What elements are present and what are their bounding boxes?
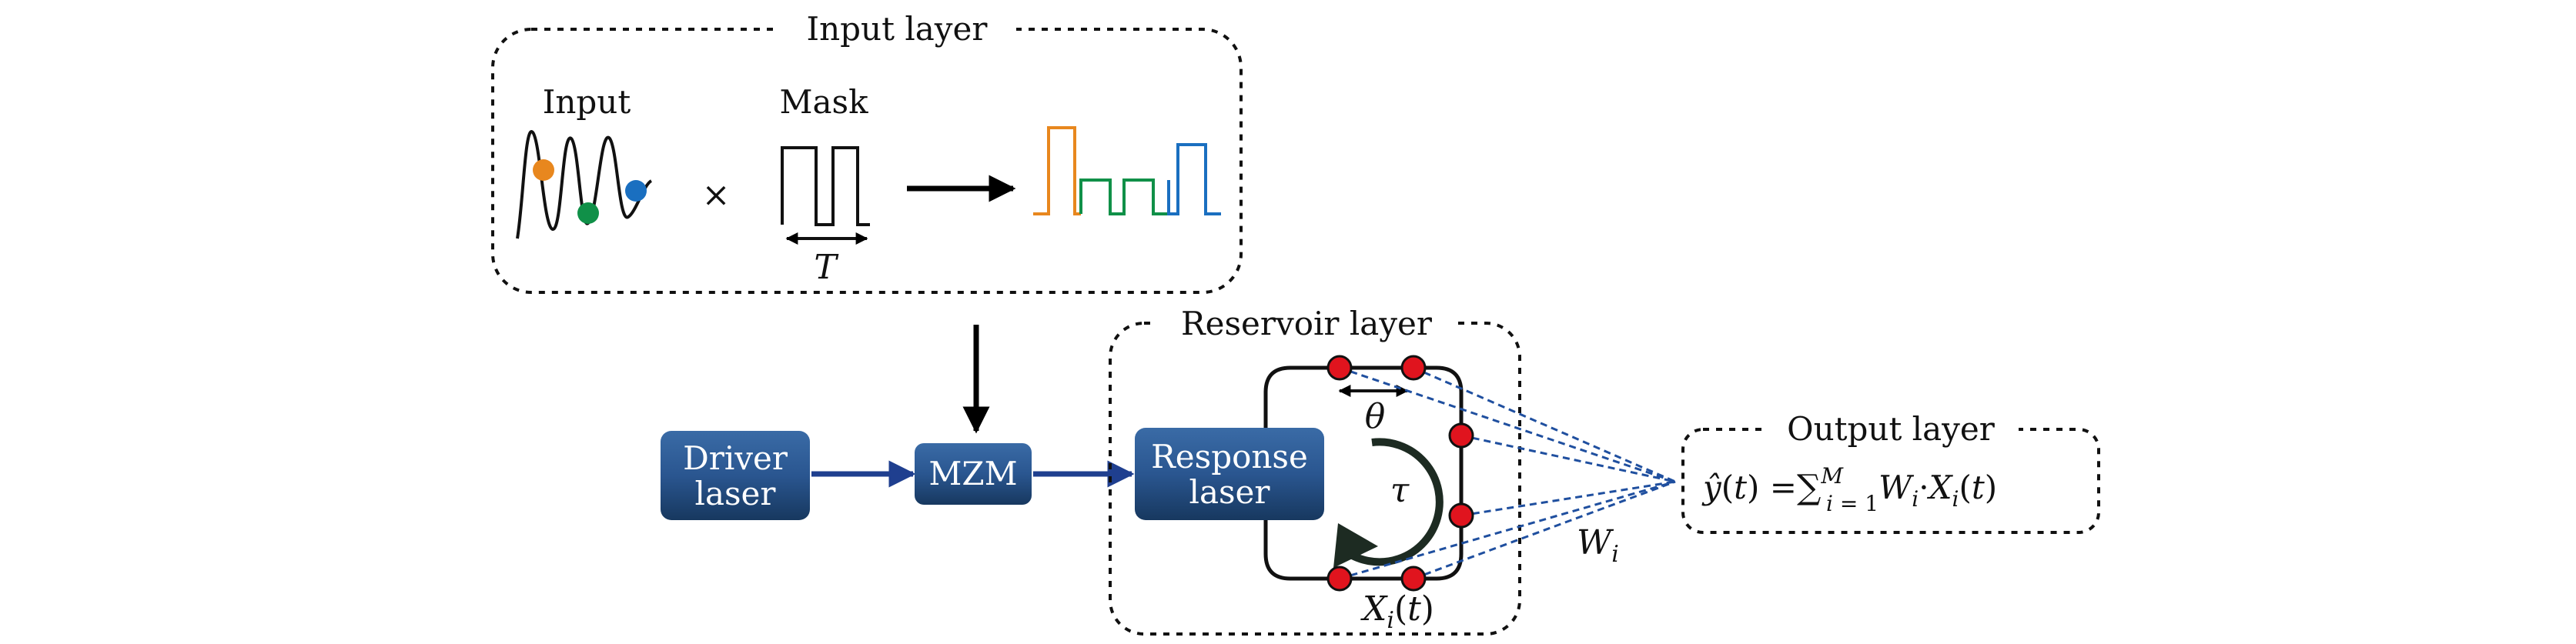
virtual-node [1448, 422, 1474, 449]
response-laser-label-line2: laser [1189, 473, 1271, 511]
output-layer-title: Output layer [1787, 410, 1996, 448]
virtual-node [1326, 355, 1353, 381]
response-laser-box: Response laser [1135, 428, 1324, 520]
mask-signal-icon [781, 146, 870, 245]
reservoir-layer: Reservoir layer Response laser θ τ Xi(t) [1109, 305, 1521, 636]
mzm-box: MZM [915, 443, 1032, 505]
node-state-label: Xi(t) [1360, 589, 1434, 634]
response-laser-label-line1: Response [1151, 438, 1308, 475]
driver-laser-label-line1: Driver [683, 439, 788, 477]
times-symbol: × [702, 175, 731, 215]
delay-symbol: τ [1390, 471, 1410, 510]
input-layer-title: Input layer [807, 10, 989, 48]
virtual-node [1326, 566, 1353, 592]
mzm-label: MZM [928, 455, 1017, 492]
delay-loop-arrow-icon [1333, 438, 1444, 568]
input-layer: Input layer Input Mask × T [491, 10, 1243, 294]
input-layer-frame [491, 28, 1243, 294]
input-sample-blue [625, 180, 647, 202]
virtual-node [1400, 566, 1427, 592]
virtual-nodes [1326, 355, 1474, 592]
input-signal-icon [516, 130, 653, 239]
virtual-node [1448, 502, 1474, 529]
masked-signal-icon [1033, 126, 1221, 215]
virtual-node [1400, 355, 1427, 381]
reservoir-layer-title: Reservoir layer [1181, 305, 1433, 342]
input-sample-green [577, 202, 599, 224]
mask-period-symbol: T [814, 248, 839, 287]
driver-laser-label-line2: laser [695, 475, 777, 512]
mask-label: Mask [779, 83, 868, 121]
driver-laser-box: Driver laser [661, 431, 810, 520]
output-weight-lines [1339, 366, 1676, 580]
delay-loop [1263, 365, 1464, 581]
input-sample-orange [533, 159, 554, 181]
weights-label: Wi [1577, 523, 1619, 568]
input-label: Input [543, 83, 631, 121]
node-spacing-symbol: θ [1365, 397, 1386, 436]
